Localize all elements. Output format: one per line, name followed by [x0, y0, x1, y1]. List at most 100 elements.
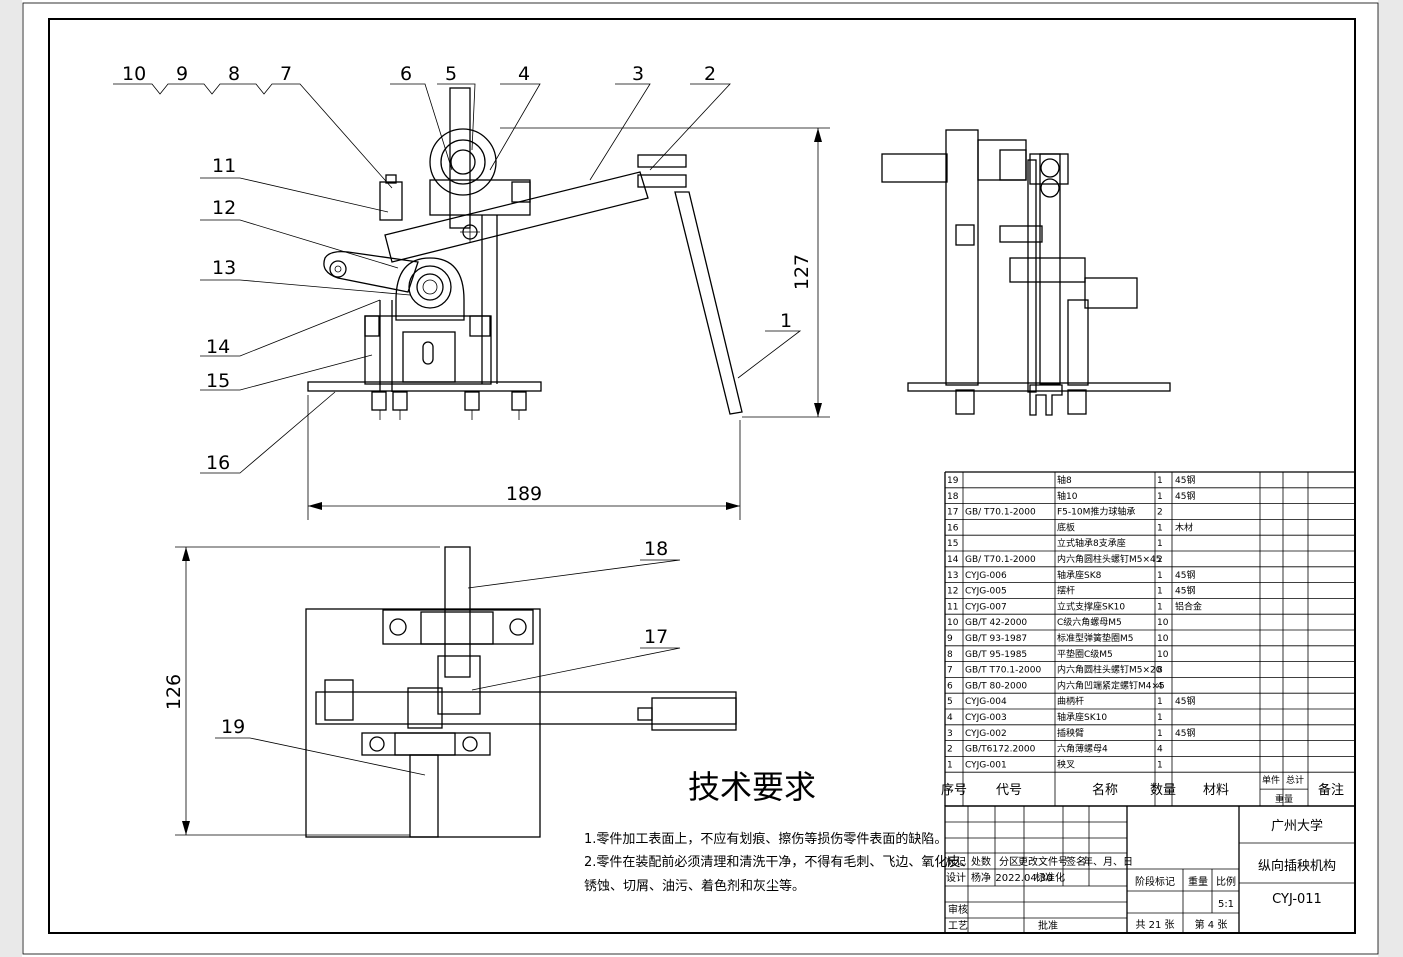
bom-material: 木材: [1175, 521, 1193, 533]
base-nut: [511, 391, 527, 411]
part-label: 14: [206, 336, 230, 358]
bom-no: 14: [947, 555, 959, 565]
bom-no: 7: [947, 666, 953, 676]
bom-no: 4: [947, 713, 953, 723]
bom-no: 19: [947, 476, 959, 486]
bom-name: 立式支撑座SK10: [1057, 600, 1125, 612]
side-column: [945, 129, 979, 386]
bom-name: 六角薄螺母4: [1057, 743, 1108, 755]
process-label: 工艺: [948, 920, 968, 932]
bom-no: 3: [947, 729, 953, 739]
scale-label: 比例: [1216, 875, 1236, 888]
review-label: 审核: [948, 903, 968, 916]
bom-code: GB/ T70.1-2000: [965, 555, 1036, 565]
bom-name: 轴8: [1057, 474, 1072, 486]
requirements-title: 技术要求: [688, 768, 816, 806]
part-label: 17: [644, 626, 668, 648]
top-view: 126 18 17 19: [163, 538, 737, 838]
bom-header-remark: 备注: [1318, 782, 1344, 798]
bom-qty: 8: [1157, 666, 1163, 676]
part-label: 18: [644, 538, 668, 560]
bom-qty: 10: [1157, 634, 1169, 644]
thin-nut: [637, 154, 687, 168]
rev-header: 处数: [971, 855, 991, 868]
base-nut: [392, 391, 408, 411]
bom-material: 45钢: [1175, 695, 1195, 707]
bom-qty: 1: [1157, 492, 1163, 502]
seedling-fork: [674, 191, 743, 415]
design-date: 2022.04.30: [995, 873, 1052, 884]
top-arm: [315, 691, 737, 725]
bom-material: 铝合金: [1175, 600, 1202, 612]
bom-code: GB/T 42-2000: [965, 618, 1027, 628]
bom-qty: 1: [1157, 729, 1163, 739]
bom-code: CYJG-001: [965, 760, 1007, 770]
bom-code: CYJG-003: [965, 713, 1007, 723]
bom-no: 5: [947, 697, 953, 707]
bom-name: 轴10: [1057, 490, 1078, 502]
bom-name: 内六角圆柱头螺钉M5×45: [1057, 553, 1162, 565]
bom-qty: 1: [1157, 539, 1163, 549]
sheet-count: 共 21 张: [1135, 919, 1174, 931]
bom-code: GB/T 93-1987: [965, 634, 1027, 644]
bom-qty: 1: [1157, 476, 1163, 486]
bom-material: 45钢: [1175, 474, 1195, 486]
bom-material: 45钢: [1175, 727, 1195, 739]
bom-qty: 1: [1157, 523, 1163, 533]
shaft-8: [409, 754, 439, 838]
part-label: 13: [212, 257, 236, 279]
bom-no: 2: [947, 745, 953, 755]
bom-name: 轴承座SK8: [1057, 569, 1102, 581]
bom-name: F5-10M推力球轴承: [1057, 506, 1135, 518]
viewer-right-scrollbar[interactable]: [1378, 0, 1403, 957]
bom-header-total: 总计: [1286, 774, 1304, 786]
bom-header-no: 序号: [941, 783, 967, 798]
part-label: 6: [400, 63, 412, 85]
bom-material: 45钢: [1175, 585, 1195, 597]
bom-no: 9: [947, 634, 953, 644]
bom-code: GB/ T70.1-2000: [965, 508, 1036, 518]
base-nut: [371, 391, 387, 411]
bom-material: 45钢: [1175, 490, 1195, 502]
bom-no: 17: [947, 508, 958, 518]
bom-code: CYJG-006: [965, 571, 1007, 581]
bom-code: GB/T 95-1985: [965, 650, 1027, 660]
bom-name: 插秧臂: [1057, 727, 1084, 739]
dim-height: 127: [791, 254, 813, 290]
top-base-plate: [305, 608, 541, 838]
part-label: 7: [280, 63, 292, 85]
bom-qty: 2: [1157, 508, 1163, 518]
bom-qty: 10: [1157, 618, 1169, 628]
rev-header: 年、月、日: [1083, 855, 1133, 868]
bom-name: C级六角螺母M5: [1057, 616, 1122, 628]
bom-qty: 1: [1157, 713, 1163, 723]
title-block: 标记 处数 分区 更改文件号 签名 年、月、日 设计 杨净 2022.04.30…: [944, 805, 1356, 934]
part-label: 19: [221, 716, 245, 738]
part-label: 2: [704, 63, 716, 85]
bom-name: 内六角凹端紧定螺钉M4×5: [1057, 679, 1165, 691]
bom-qty: 2: [1157, 555, 1163, 565]
bom-no: 6: [947, 681, 953, 691]
bom-qty: 4: [1157, 681, 1163, 691]
part-label: 4: [518, 63, 530, 85]
bom-qty: 1: [1157, 571, 1163, 581]
requirement-line: 锈蚀、切屑、油污、着色剂和灰尘等。: [584, 878, 805, 894]
bom-header-unit: 单件: [1262, 774, 1280, 786]
sheet-outer-border: [22, 2, 1379, 955]
bom-name: 平垫圈C级M5: [1057, 648, 1113, 660]
school-name: 广州大学: [1271, 818, 1323, 834]
bom-name: 摆杆: [1057, 585, 1075, 597]
bolt-stack: [379, 181, 403, 221]
stage-label: 阶段标记: [1135, 875, 1175, 888]
design-label: 设计: [946, 871, 966, 884]
dim-top-height: 126: [163, 674, 185, 710]
part-label: 5: [445, 63, 457, 85]
bom-no: 18: [947, 492, 959, 502]
rev-header: 签名: [1066, 855, 1086, 868]
dim-width: 189: [506, 483, 542, 505]
bom-qty: 1: [1157, 587, 1163, 597]
rev-header: 更改文件号: [1018, 855, 1068, 868]
bom-qty: 1: [1157, 697, 1163, 707]
